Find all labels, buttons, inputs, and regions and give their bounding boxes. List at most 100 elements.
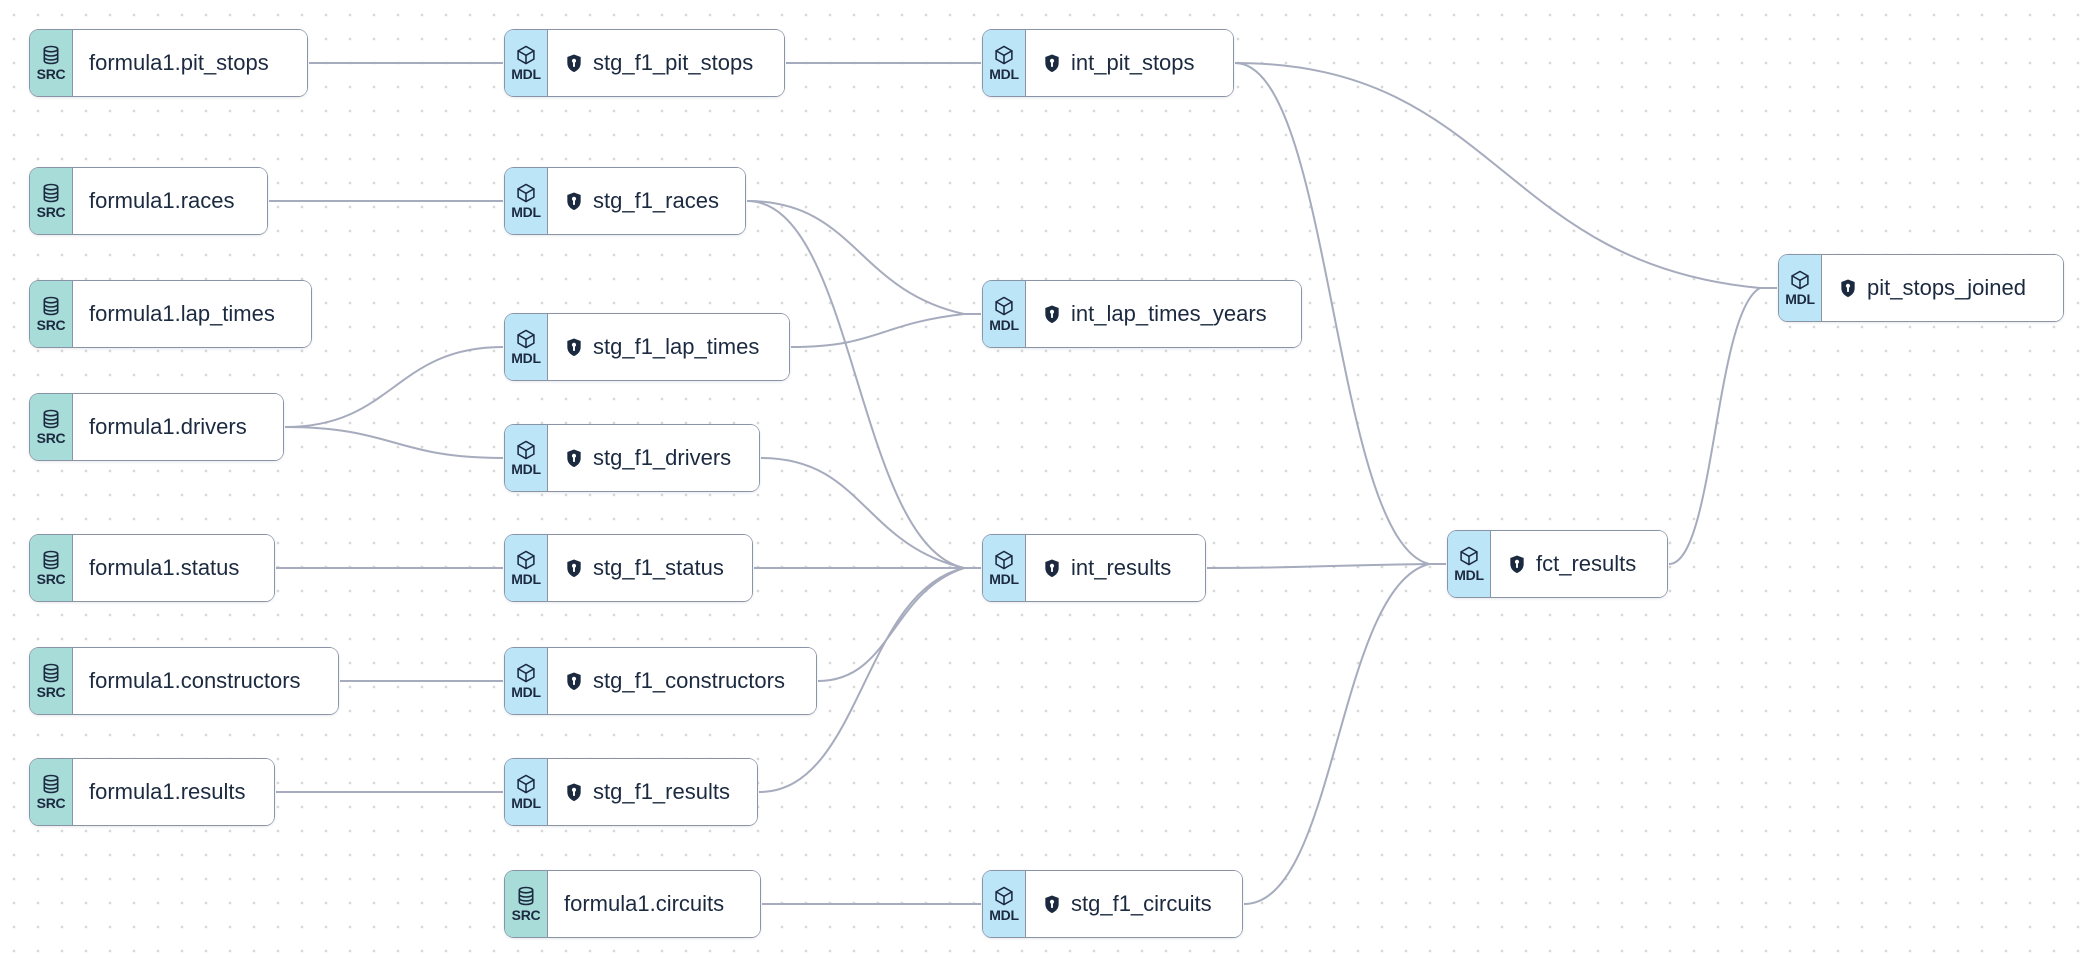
node-label: fct_results bbox=[1536, 551, 1637, 576]
node-label: formula1.constructors bbox=[89, 668, 301, 693]
database-icon bbox=[43, 774, 59, 794]
model-badge: MDL bbox=[1779, 255, 1822, 321]
badge-label: MDL bbox=[511, 684, 541, 701]
node-body: stg_f1_lap_times bbox=[548, 314, 789, 380]
badge-label: SRC bbox=[36, 317, 66, 334]
badge-label: MDL bbox=[1454, 567, 1484, 584]
node-body: formula1.races bbox=[73, 168, 267, 234]
node-formula1.status[interactable]: SRC formula1.status bbox=[29, 534, 275, 602]
cube-icon bbox=[1791, 270, 1809, 290]
shield-icon bbox=[564, 448, 584, 468]
badge-label: MDL bbox=[989, 571, 1019, 588]
node-formula1.results[interactable]: SRC formula1.results bbox=[29, 758, 275, 826]
node-formula1.pit_stops[interactable]: SRC formula1.pit_stops bbox=[29, 29, 308, 97]
source-badge: SRC bbox=[30, 648, 73, 714]
edge-stg_f1_circuits-to-fct_results bbox=[1243, 563, 1430, 905]
database-icon bbox=[43, 663, 59, 683]
badge-label: MDL bbox=[989, 66, 1019, 83]
node-label: stg_f1_pit_stops bbox=[593, 50, 754, 75]
node-label: formula1.pit_stops bbox=[89, 50, 269, 75]
cube-icon bbox=[517, 440, 535, 460]
node-body: stg_f1_constructors bbox=[548, 648, 816, 714]
node-label: stg_f1_lap_times bbox=[593, 334, 760, 359]
cube-icon bbox=[995, 45, 1013, 65]
cube-icon bbox=[995, 886, 1013, 906]
model-badge: MDL bbox=[983, 535, 1026, 601]
node-stg_f1_lap_times[interactable]: MDL stg_f1_lap_times bbox=[504, 313, 790, 381]
node-fct_results[interactable]: MDL fct_results bbox=[1447, 530, 1668, 598]
edge-int_results-to-fct_results bbox=[1206, 563, 1430, 569]
database-icon bbox=[43, 296, 59, 316]
cube-icon bbox=[517, 774, 535, 794]
badge-label: SRC bbox=[36, 795, 66, 812]
shield-icon bbox=[1042, 558, 1062, 578]
edge-stg_f1_lap_times-to-int_lap_times_years bbox=[790, 313, 965, 348]
badge-label: SRC bbox=[36, 684, 66, 701]
node-body: int_pit_stops bbox=[1026, 30, 1233, 96]
badge-label: MDL bbox=[511, 571, 541, 588]
model-badge: MDL bbox=[983, 871, 1026, 937]
database-icon bbox=[43, 550, 59, 570]
edge-int_pit_stops-to-fct_results bbox=[1234, 62, 1430, 565]
node-body: formula1.constructors bbox=[73, 648, 338, 714]
node-formula1.constructors[interactable]: SRC formula1.constructors bbox=[29, 647, 339, 715]
shield-icon bbox=[564, 558, 584, 578]
node-stg_f1_pit_stops[interactable]: MDL stg_f1_pit_stops bbox=[504, 29, 785, 97]
badge-label: MDL bbox=[511, 795, 541, 812]
shield-icon bbox=[564, 671, 584, 691]
model-badge: MDL bbox=[505, 535, 548, 601]
node-pit_stops_joined[interactable]: MDL pit_stops_joined bbox=[1778, 254, 2064, 322]
model-badge: MDL bbox=[505, 168, 548, 234]
model-badge: MDL bbox=[1448, 531, 1491, 597]
badge-label: MDL bbox=[511, 461, 541, 478]
edge-formula1.drivers-to-stg_f1_drivers bbox=[284, 426, 504, 459]
node-body: stg_f1_drivers bbox=[548, 425, 759, 491]
node-body: formula1.circuits bbox=[548, 871, 760, 937]
node-label: int_pit_stops bbox=[1071, 50, 1195, 75]
badge-label: MDL bbox=[511, 66, 541, 83]
model-badge: MDL bbox=[505, 314, 548, 380]
cube-icon bbox=[517, 329, 535, 349]
node-label: formula1.status bbox=[89, 555, 240, 580]
node-body: formula1.status bbox=[73, 535, 274, 601]
node-body: formula1.pit_stops bbox=[73, 30, 307, 96]
edge-stg_f1_drivers-to-int_results bbox=[760, 457, 965, 569]
node-label: stg_f1_circuits bbox=[1071, 891, 1212, 916]
node-body: stg_f1_circuits bbox=[1026, 871, 1242, 937]
database-icon bbox=[43, 45, 59, 65]
model-badge: MDL bbox=[505, 759, 548, 825]
database-icon bbox=[43, 409, 59, 429]
node-stg_f1_drivers[interactable]: MDL stg_f1_drivers bbox=[504, 424, 760, 492]
node-body: formula1.drivers bbox=[73, 394, 283, 460]
shield-icon bbox=[564, 337, 584, 357]
edge-formula1.drivers-to-stg_f1_lap_times bbox=[284, 346, 504, 428]
edge-stg_f1_races-to-int_lap_times_years bbox=[746, 200, 965, 315]
node-body: stg_f1_pit_stops bbox=[548, 30, 784, 96]
node-formula1.drivers[interactable]: SRC formula1.drivers bbox=[29, 393, 284, 461]
node-label: pit_stops_joined bbox=[1867, 275, 2027, 300]
badge-label: MDL bbox=[989, 317, 1019, 334]
node-label: stg_f1_constructors bbox=[593, 668, 785, 693]
node-stg_f1_constructors[interactable]: MDL stg_f1_constructors bbox=[504, 647, 817, 715]
node-int_pit_stops[interactable]: MDL int_pit_stops bbox=[982, 29, 1234, 97]
node-label: formula1.circuits bbox=[564, 891, 725, 916]
source-badge: SRC bbox=[30, 535, 73, 601]
source-badge: SRC bbox=[30, 30, 73, 96]
node-body: pit_stops_joined bbox=[1822, 255, 2063, 321]
node-label: formula1.results bbox=[89, 779, 246, 804]
cube-icon bbox=[517, 663, 535, 683]
cube-icon bbox=[995, 550, 1013, 570]
badge-label: SRC bbox=[36, 430, 66, 447]
node-stg_f1_circuits[interactable]: MDL stg_f1_circuits bbox=[982, 870, 1243, 938]
cube-icon bbox=[1460, 546, 1478, 566]
node-body: stg_f1_races bbox=[548, 168, 745, 234]
